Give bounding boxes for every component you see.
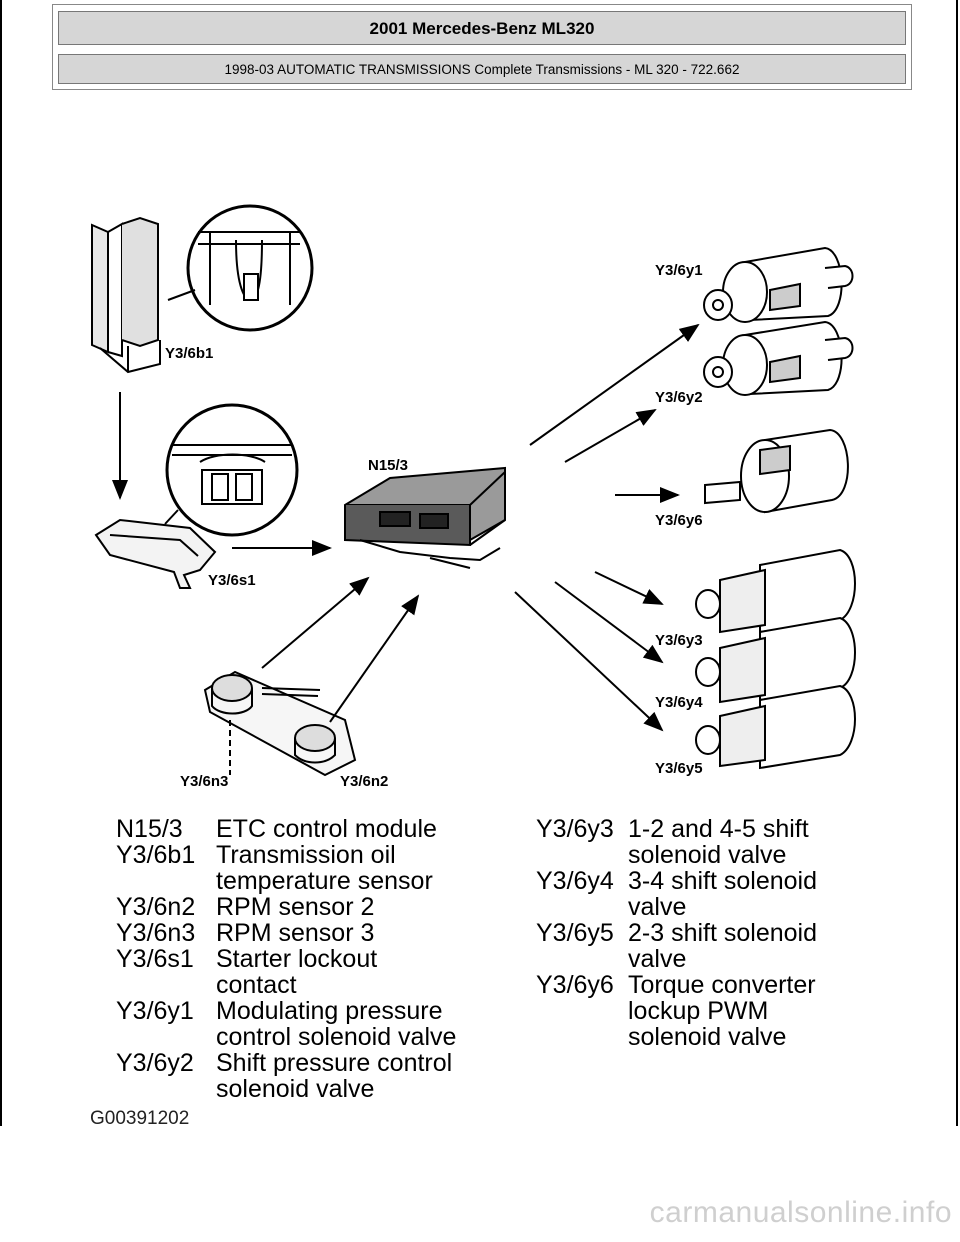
legend-row: valve: [536, 894, 936, 920]
legend-description: valve: [628, 893, 687, 921]
starter-lockout-illustration: [94, 403, 299, 589]
legend-description: solenoid valve: [628, 841, 787, 869]
solenoids-y3-y4-y5-illustration: [695, 548, 856, 770]
arrow-n15-to-y2: [564, 408, 657, 463]
legend-row: contact: [116, 972, 516, 998]
control-module-illustration: [343, 466, 506, 569]
arrow-n15-to-y1: [529, 323, 700, 446]
legend-row: control solenoid valve: [116, 1024, 516, 1050]
legend-row: Y3/6y2 Shift pressure control: [116, 1050, 516, 1076]
legend-description: Torque converter: [628, 971, 816, 999]
legend-row: Y3/6y3 1-2 and 4-5 shift: [536, 816, 936, 842]
legend-row: solenoid valve: [116, 1076, 516, 1102]
legend-code: Y3/6y5: [536, 919, 614, 947]
watermark: carmanualsonline.info: [649, 1196, 952, 1229]
figure-id: G00391202: [90, 1108, 190, 1129]
legend-row: Y3/6y4 3-4 shift solenoid: [536, 868, 936, 894]
arrow-n15-to-y3: [594, 571, 664, 605]
legend-code: Y3/6y3: [536, 815, 614, 843]
legend-description: solenoid valve: [628, 1023, 787, 1051]
legend-description: RPM sensor 3: [216, 919, 375, 947]
legend-row: Y3/6b1 Transmission oil: [116, 842, 516, 868]
legend-row: valve: [536, 946, 936, 972]
solenoids-y1-y2-illustration: [703, 246, 854, 396]
label-y3-6n2: Y3/6n2: [340, 773, 388, 790]
arrow-n2-to-n15: [329, 594, 420, 723]
label-y3-6y3: Y3/6y3: [655, 632, 703, 649]
legend-description: Shift pressure control: [216, 1049, 453, 1077]
legend-description: Modulating pressure: [216, 997, 443, 1025]
label-n15-3: N15/3: [368, 457, 408, 474]
legend-code: Y3/6n2: [116, 893, 196, 921]
legend-description: Starter lockout: [216, 945, 378, 973]
legend-description: lockup PWM: [628, 997, 769, 1025]
legend-row: Y3/6y1 Modulating pressure: [116, 998, 516, 1024]
label-y3-6y2: Y3/6y2: [655, 389, 703, 406]
arrow-n15-to-y5: [514, 591, 664, 732]
legend-code: N15/3: [116, 815, 183, 843]
rpm-sensors-illustration: [203, 670, 357, 777]
temperature-sensor-illustration: [91, 204, 314, 374]
transmission-component-diagram: Y3/6b1 Y3/6s1 N15/3 Y3/6n3 Y: [91, 204, 856, 790]
page-frame: [0, 0, 958, 1126]
legend-row: temperature sensor: [116, 868, 516, 894]
legend-description: contact: [216, 971, 297, 999]
header-box: [52, 4, 912, 90]
label-y3-6n3: Y3/6n3: [180, 773, 228, 790]
legend-code: Y3/6y4: [536, 867, 614, 895]
legend-code: Y3/6y6: [536, 971, 614, 999]
arrow-n3-to-n15: [261, 576, 370, 669]
legend-code: Y3/6n3: [116, 919, 196, 947]
legend-description: RPM sensor 2: [216, 893, 375, 921]
legend-row: lockup PWM: [536, 998, 936, 1024]
legend-description: solenoid valve: [216, 1075, 375, 1103]
legend-row: solenoid valve: [536, 1024, 936, 1050]
legend-row: solenoid valve: [536, 842, 936, 868]
page-title: 2001 Mercedes-Benz ML320: [58, 11, 906, 45]
label-y3-6y1: Y3/6y1: [655, 262, 703, 279]
legend-row: Y3/6s1 Starter lockout: [116, 946, 516, 972]
legend-code: Y3/6y2: [116, 1049, 194, 1077]
legend-description: 2-3 shift solenoid: [628, 919, 818, 947]
legend-description: ETC control module: [216, 815, 437, 843]
legend-description: control solenoid valve: [216, 1023, 457, 1051]
label-y3-6y5: Y3/6y5: [655, 760, 703, 777]
legend-row: Y3/6n3 RPM sensor 3: [116, 920, 516, 946]
page-subtitle: 1998-03 AUTOMATIC TRANSMISSIONS Complete…: [58, 54, 906, 84]
legend-code: Y3/6b1: [116, 841, 196, 869]
label-y3-6y6: Y3/6y6: [655, 512, 703, 529]
legend-description: 1-2 and 4-5 shift: [628, 815, 809, 843]
legend-description: Transmission oil: [216, 841, 396, 869]
legend-row: Y3/6y5 2-3 shift solenoid: [536, 920, 936, 946]
arrow-n15-to-y4: [554, 581, 664, 664]
legend-code: Y3/6y1: [116, 997, 194, 1025]
legend-code: Y3/6s1: [116, 945, 194, 973]
legend-row: Y3/6n2 RPM sensor 2: [116, 894, 516, 920]
label-y3-6y4: Y3/6y4: [655, 694, 703, 711]
legend-description: valve: [628, 945, 687, 973]
legend-description: 3-4 shift solenoid: [628, 867, 818, 895]
legend-row: Y3/6y6 Torque converter: [536, 972, 936, 998]
label-y3-6b1: Y3/6b1: [165, 345, 213, 362]
legend-row: N15/3 ETC control module: [116, 816, 516, 842]
solenoid-y6-illustration: [704, 428, 849, 514]
label-y3-6s1: Y3/6s1: [208, 572, 256, 589]
legend-description: temperature sensor: [216, 867, 433, 895]
